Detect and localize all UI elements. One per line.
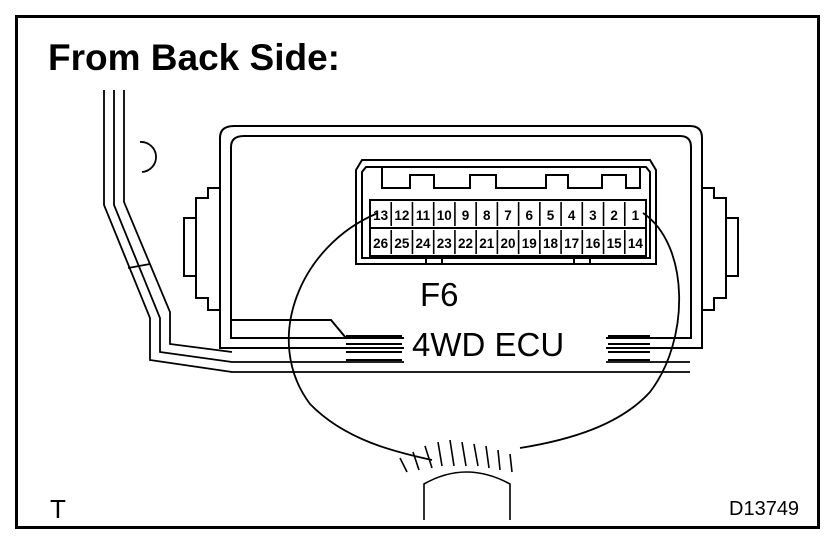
pin-number-11: 11 <box>416 208 431 223</box>
wire-loops <box>287 212 681 461</box>
side-clips <box>183 187 739 311</box>
pin-number-16: 16 <box>585 236 601 251</box>
pin-number-25: 25 <box>394 236 410 251</box>
figure-title: From Back Side: <box>48 37 340 78</box>
ecu-body <box>219 125 703 349</box>
component-name-label: 4WD ECU <box>412 326 564 363</box>
pin-number-8: 8 <box>483 208 491 223</box>
pin-number-19: 19 <box>522 236 537 251</box>
pin-number-18: 18 <box>543 236 559 251</box>
pin-number-17: 17 <box>564 236 579 251</box>
label-backdrop <box>404 320 606 364</box>
figure-frame <box>15 15 820 529</box>
label-bars <box>346 335 650 361</box>
pin-number-5: 5 <box>547 208 555 223</box>
pin-number-14: 14 <box>628 236 644 251</box>
pin-number-2: 2 <box>610 208 618 223</box>
pin-number-24: 24 <box>416 236 432 251</box>
pin-number-15: 15 <box>607 236 623 251</box>
pin-number-20: 20 <box>500 236 515 251</box>
pin-number-12: 12 <box>394 208 409 223</box>
pin-number-3: 3 <box>589 208 597 223</box>
pin-number-1: 1 <box>632 208 640 223</box>
pin-number-22: 22 <box>458 236 473 251</box>
pin-number-7: 7 <box>504 208 512 223</box>
pin-number-26: 26 <box>373 236 389 251</box>
pin-number-10: 10 <box>437 208 452 223</box>
harness-bracket <box>103 90 690 373</box>
pin-number-21: 21 <box>479 236 495 251</box>
pin-number-6: 6 <box>525 208 533 223</box>
connector-housing <box>355 159 657 265</box>
corner-letter: T <box>50 494 66 524</box>
connector-code-label: F6 <box>420 276 459 313</box>
pin-number-4: 4 <box>568 208 576 223</box>
pin-number-9: 9 <box>462 208 470 223</box>
pin-number-13: 13 <box>373 208 389 223</box>
wire-bundle <box>399 439 513 520</box>
pin-number-23: 23 <box>437 236 453 251</box>
figure-code: D13749 <box>729 498 799 520</box>
